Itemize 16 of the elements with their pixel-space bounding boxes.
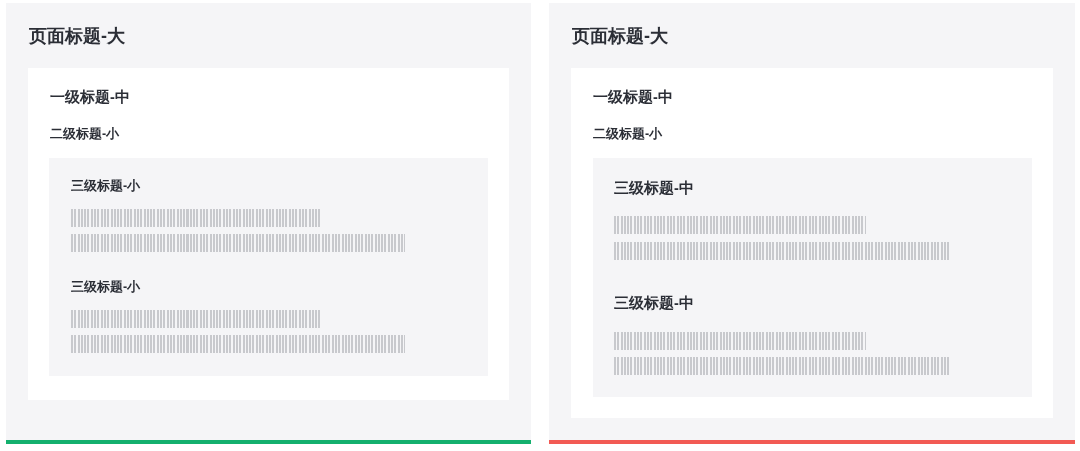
content-card bbox=[571, 68, 1053, 418]
content-card bbox=[28, 68, 509, 400]
content-block bbox=[593, 158, 1032, 397]
block-heading: 三级标题-中 bbox=[614, 295, 694, 311]
page-title: 页面标题-大 bbox=[572, 27, 668, 45]
block-heading: 三级标题-小 bbox=[71, 280, 141, 294]
content-block bbox=[49, 158, 488, 376]
block-heading: 三级标题-小 bbox=[71, 179, 141, 193]
block-heading: 三级标题-中 bbox=[614, 180, 694, 196]
subheading: 二级标题-小 bbox=[593, 127, 663, 141]
page-panel bbox=[549, 3, 1075, 444]
section-heading: 一级标题-中 bbox=[50, 89, 130, 105]
section-heading: 一级标题-中 bbox=[593, 89, 673, 105]
page-panel bbox=[6, 3, 531, 444]
subheading: 二级标题-小 bbox=[50, 127, 120, 141]
page-title: 页面标题-大 bbox=[29, 27, 125, 45]
